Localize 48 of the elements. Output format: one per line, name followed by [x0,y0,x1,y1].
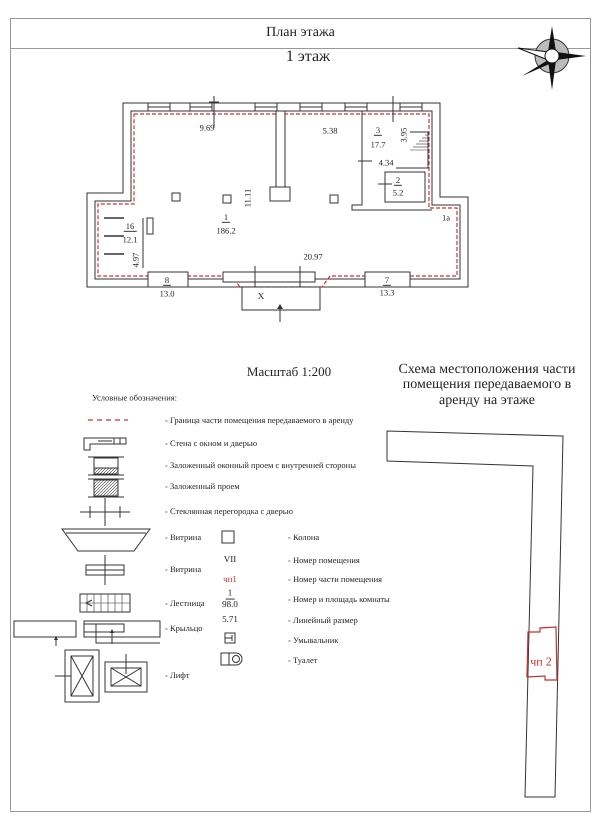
room-area: 13.3 [380,288,394,298]
room-area: 12.1 [122,235,138,245]
legend-text: - Стеклянная перегородка с дверью [165,506,293,516]
room-number: 3 [374,126,382,136]
floor-label: 1 этаж [286,48,330,66]
dimension-label: 5.38 [322,126,338,136]
dimension-label: 9.69 [200,123,214,133]
legend-text: - Колона [288,532,320,542]
legend-text: - Стена с окном и дверью [165,438,258,448]
dimension-label: 4.34 [378,158,394,168]
legend-text: - Умывальник [288,635,338,645]
room-area: 186.2 [216,226,236,236]
legend-text: - Заложенный проем [165,481,240,491]
dimension-label: 11.11 [243,188,253,208]
room-number: 7 [382,276,392,286]
room-area: 13.0 [160,289,174,299]
legend-text: - Лестница [165,598,205,608]
dimension-label: 20.97 [303,252,323,262]
legend-heading: Условные обозначения: [92,393,178,403]
dimension-label: 3.95 [399,128,409,142]
legend-text: - Крыльцо [165,623,203,633]
legend-text: - Линейный размер [288,615,358,625]
sample-text: 1 [226,588,234,600]
room-number: 2 [394,176,402,186]
sample-text: чп1 [223,575,237,585]
sample-text: VII [224,555,236,565]
room-number: 1 [222,212,230,224]
legend-text: - Лифт [165,670,190,680]
room-number: 8 [162,276,172,286]
legend-text: - Туалет [288,655,318,665]
room-number: 1а [442,213,450,223]
room-area: 5.2 [392,188,404,198]
room-area: 17.7 [370,140,386,150]
legend-text: - Витрина [165,564,202,574]
entrance-label: Х [258,292,264,302]
legend-text: - Номер и площадь комнаты [288,594,390,604]
sample-text: 5.71 [222,615,238,625]
sample-text: 98.0 [222,600,238,610]
dimension-label: 4.97 [131,252,141,268]
room-number: 16 [124,222,136,232]
schema-title: Схема местоположения части помещения передаваемого в аренду на этаже [398,362,576,408]
legend-text: - Заложенный оконный проем с внутренней стороны [165,460,356,470]
part-label: чп 2 [530,655,552,669]
legend-text: - Витрина [165,532,202,542]
scale-label: Масштаб 1:200 [246,364,332,380]
legend-text: - Граница части помещения передаваемого в аренду [165,415,354,425]
legend-text: - Номер помещения [288,555,360,565]
legend-text: - Номер части помещения [288,574,382,584]
